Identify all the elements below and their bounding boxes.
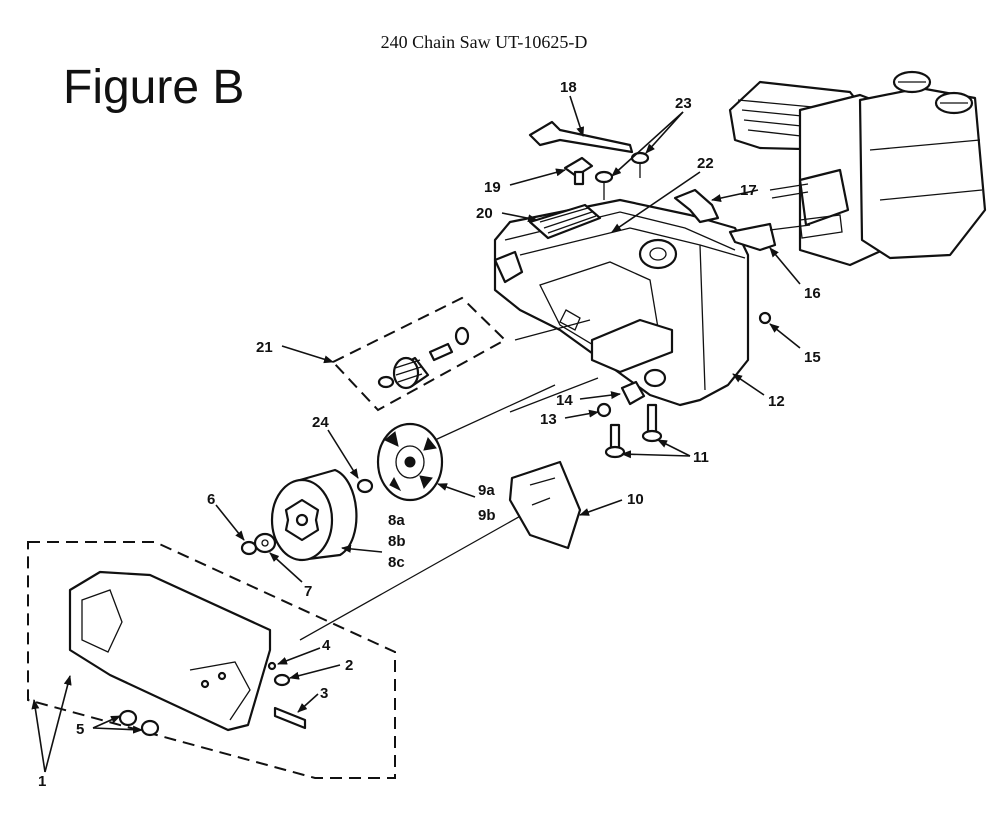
- crankcase-housing: [493, 198, 750, 407]
- part-23-screws: [594, 151, 650, 200]
- part-19-clip: [563, 156, 594, 186]
- callout-3: 3: [320, 685, 328, 702]
- callout-1: 1: [38, 773, 46, 790]
- part-5-nuts: [118, 709, 160, 737]
- callout-19: 19: [484, 179, 501, 196]
- engine-assembly: [728, 70, 987, 267]
- part-2-3-4-hardware: [267, 661, 307, 730]
- callout-17: 17: [740, 182, 757, 199]
- part-18-bracket: [528, 120, 634, 154]
- part-15-screw: [758, 311, 772, 325]
- callout-20: 20: [476, 205, 493, 222]
- part-10-plate: [508, 460, 582, 550]
- callout-8c: 8c: [388, 554, 405, 571]
- callout-6: 6: [207, 491, 215, 508]
- alignment-lines: [299, 224, 811, 641]
- page-title: 240 Chain Saw UT-10625-D: [380, 32, 588, 52]
- part-14-13-fittings: [596, 380, 646, 418]
- callout-9a: 9a: [478, 482, 495, 499]
- callout-11: 11: [693, 449, 709, 466]
- callout-21: 21: [256, 339, 273, 356]
- callout-labels: 18 23 22 17 19 20 16 15 12 21 14 13 11 2…: [38, 79, 821, 790]
- part-9-clutch: [376, 422, 444, 502]
- part-16-plate: [728, 222, 777, 252]
- part-21-assembly: [331, 296, 507, 412]
- callout-8a: 8a: [388, 512, 405, 529]
- figure-label: Figure B: [63, 61, 245, 114]
- part-20-grill: [528, 203, 602, 240]
- callout-12: 12: [768, 393, 785, 410]
- part-11-bolts: [604, 403, 663, 459]
- part-6-7-nut-washer: [240, 532, 277, 556]
- callout-15: 15: [804, 349, 821, 366]
- part-1-chain-cover: [27, 541, 396, 779]
- callout-2: 2: [345, 657, 353, 674]
- callout-8b: 8b: [388, 533, 406, 550]
- callout-4: 4: [322, 637, 331, 654]
- part-8-clutch-drum: [270, 468, 358, 562]
- callout-22: 22: [697, 155, 714, 172]
- callout-5: 5: [76, 721, 84, 738]
- part-17-bracket: [673, 188, 720, 224]
- callout-14: 14: [556, 392, 573, 409]
- callout-18: 18: [560, 79, 577, 96]
- callout-9b: 9b: [478, 507, 496, 524]
- callout-10: 10: [627, 491, 644, 508]
- callout-24: 24: [312, 414, 329, 431]
- callout-23: 23: [675, 95, 692, 112]
- leader-lines: [31, 95, 801, 773]
- callout-7: 7: [304, 583, 312, 600]
- callout-16: 16: [804, 285, 821, 302]
- callout-13: 13: [540, 411, 557, 428]
- part-24-washer: [356, 478, 374, 494]
